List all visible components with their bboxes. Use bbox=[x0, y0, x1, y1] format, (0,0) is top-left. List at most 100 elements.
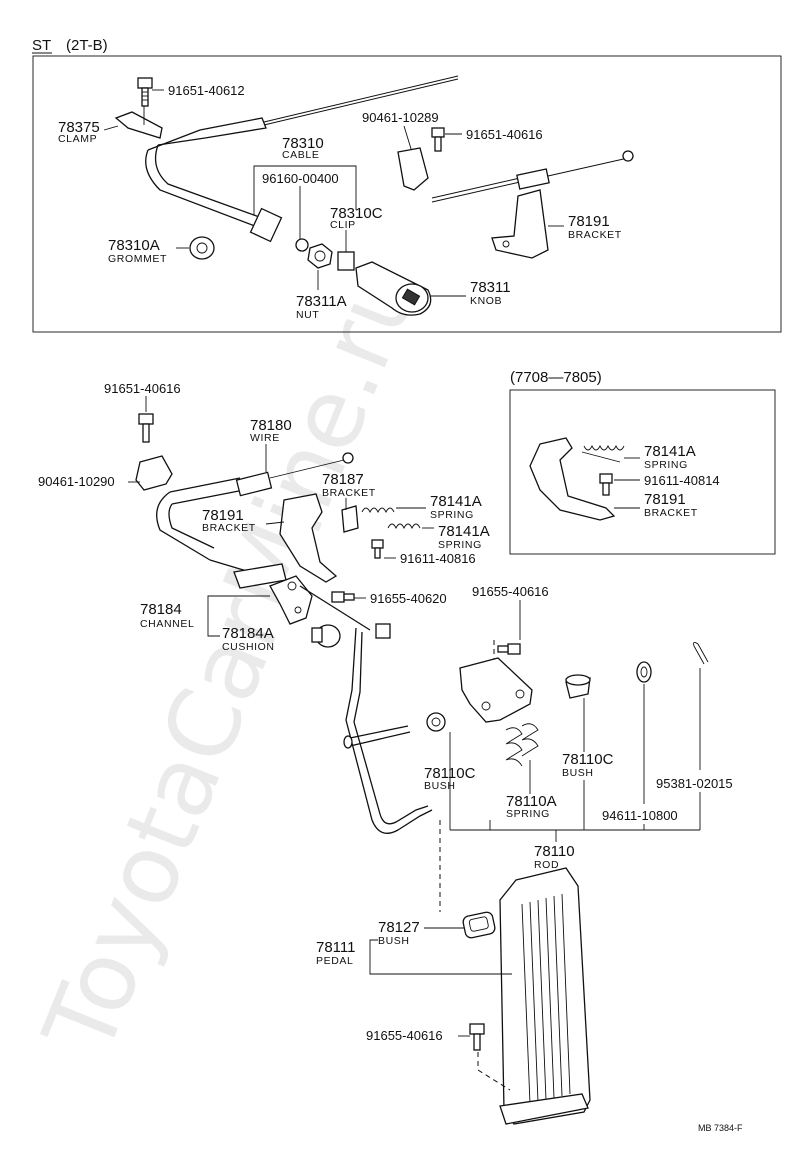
part-78191-mid-name: BRACKET bbox=[202, 522, 256, 534]
part-78310C-number[interactable]: 78310C bbox=[330, 205, 383, 222]
clip-78310C-icon bbox=[337, 251, 355, 271]
part-78311-name: KNOB bbox=[470, 295, 502, 307]
pin-95381-02015-icon bbox=[693, 641, 709, 665]
part-78375-name: CLAMP bbox=[58, 133, 97, 145]
part-78187-name: BRACKET bbox=[322, 487, 376, 499]
pedal-bracket-icon bbox=[459, 657, 533, 723]
part-78180-name: WIRE bbox=[250, 432, 280, 444]
part-78110-number[interactable]: 78110 bbox=[534, 843, 575, 860]
part-78110A-number[interactable]: 78110A bbox=[506, 793, 557, 810]
cable-78310-icon bbox=[145, 75, 459, 243]
part-78310A-name: GROMMET bbox=[108, 253, 167, 265]
bolt-91655-40616b-icon bbox=[469, 1023, 485, 1051]
date-range-frame bbox=[509, 389, 776, 555]
part-78184-number[interactable]: 78184 bbox=[140, 601, 182, 618]
part-91651-40616b[interactable]: 91651-40616 bbox=[104, 381, 181, 396]
bracket-78187-icon bbox=[341, 505, 359, 533]
part-78111-number[interactable]: 78111 bbox=[316, 939, 356, 956]
part-78110A-name: SPRING bbox=[506, 808, 550, 820]
bolt-91651-40616b-icon bbox=[138, 413, 154, 443]
part-78141A-inset-name: SPRING bbox=[644, 459, 688, 471]
part-78311A-number[interactable]: 78311A bbox=[296, 293, 347, 310]
part-91651-40616[interactable]: 91651-40616 bbox=[466, 127, 543, 142]
clamp-78375-icon bbox=[114, 111, 163, 139]
part-90461-10289[interactable]: 90461-10289 bbox=[362, 110, 439, 125]
part-78184-name: CHANNEL bbox=[140, 618, 194, 630]
part-78310A-number[interactable]: 78310A bbox=[108, 237, 160, 254]
part-78311-number[interactable]: 78311 bbox=[470, 279, 511, 296]
part-78191-top-number[interactable]: 78191 bbox=[568, 213, 610, 230]
pedal-leader bbox=[369, 939, 512, 975]
bolt-91611-40814-icon bbox=[599, 473, 613, 496]
leader-78310 bbox=[253, 165, 357, 215]
spring-78110A-icon bbox=[505, 727, 523, 767]
part-95381-02015[interactable]: 95381-02015 bbox=[656, 776, 733, 791]
part-78191-inset-number[interactable]: 78191 bbox=[644, 491, 686, 508]
part-91655-40620[interactable]: 91655-40620 bbox=[370, 591, 447, 606]
part-78375-number[interactable]: 78375 bbox=[58, 119, 100, 136]
part-91611-40816[interactable]: 91611-40816 bbox=[400, 551, 476, 566]
part-78127-name: BUSH bbox=[378, 935, 410, 947]
part-78141A-inset-number[interactable]: 78141A bbox=[644, 443, 696, 460]
part-78110C-left-number[interactable]: 78110C bbox=[424, 765, 476, 782]
part-91655-40616[interactable]: 91655-40616 bbox=[472, 584, 549, 599]
part-78311A-name: NUT bbox=[296, 309, 319, 321]
washer-94611-10800-icon bbox=[636, 661, 652, 683]
bolt-91651-40612-icon bbox=[137, 77, 153, 107]
bolt-91651-40616-icon bbox=[431, 127, 445, 152]
footer-code: MB 7384-F bbox=[698, 1123, 743, 1133]
part-78141A-2-name: SPRING bbox=[438, 539, 482, 551]
clip-96160-icon bbox=[295, 238, 309, 252]
cushion-78184A-icon bbox=[311, 624, 341, 648]
bracket-78191-top-icon bbox=[491, 189, 549, 259]
part-78110C-right-number[interactable]: 78110C bbox=[562, 751, 614, 768]
part-78191-mid-number[interactable]: 78191 bbox=[202, 507, 244, 524]
part-78310-number[interactable]: 78310 bbox=[282, 135, 324, 152]
part-78141A-1-name: SPRING bbox=[430, 509, 474, 521]
st-engine: (2T-B) bbox=[66, 37, 108, 54]
part-96160-00400[interactable]: 96160-00400 bbox=[262, 171, 339, 186]
bolt-91611-40816-icon bbox=[371, 539, 384, 559]
bracket-78191-inset-icon bbox=[529, 437, 616, 521]
date-range-label: (7708—7805) bbox=[510, 369, 602, 386]
channel-78184-icon bbox=[269, 575, 313, 625]
clip-90461-10289-icon bbox=[397, 147, 429, 191]
pedal-78111-icon bbox=[499, 867, 591, 1125]
nut-78311A-icon bbox=[307, 243, 333, 269]
part-78191-inset-name: BRACKET bbox=[644, 507, 698, 519]
part-94611-10800[interactable]: 94611-10800 bbox=[602, 808, 678, 823]
part-91651-40612[interactable]: 91651-40612 bbox=[168, 83, 245, 98]
bush-78127-icon bbox=[462, 911, 496, 939]
part-78110C-left-name: BUSH bbox=[424, 780, 456, 792]
part-78180-number[interactable]: 78180 bbox=[250, 417, 292, 434]
spring-78141A-2-icon bbox=[387, 523, 421, 530]
part-78187-number[interactable]: 78187 bbox=[322, 471, 364, 488]
bracket-78191-mid-icon bbox=[279, 493, 338, 583]
part-78184A-name: CUSHION bbox=[222, 641, 275, 653]
part-78191-top-name: BRACKET bbox=[568, 229, 622, 241]
rod-78110-icon bbox=[299, 585, 433, 834]
part-78310C-name: CLIP bbox=[330, 219, 356, 231]
part-78141A-2-number[interactable]: 78141A bbox=[438, 523, 490, 540]
clip-90461-10290-icon bbox=[135, 455, 173, 491]
grommet-78310A-icon bbox=[189, 236, 215, 260]
bolt-91655-40620-icon bbox=[331, 591, 355, 603]
part-78184A-number[interactable]: 78184A bbox=[222, 625, 274, 642]
bush-78110C-right-icon bbox=[565, 674, 591, 699]
part-78110C-right-name: BUSH bbox=[562, 767, 594, 779]
bush-78110C-left-icon bbox=[426, 712, 446, 732]
part-78141A-1-number[interactable]: 78141A bbox=[430, 493, 482, 510]
spring-78141A-inset-icon bbox=[581, 451, 621, 463]
part-90461-10290[interactable]: 90461-10290 bbox=[38, 474, 115, 489]
part-78127-number[interactable]: 78127 bbox=[378, 919, 420, 936]
part-91611-40814[interactable]: 91611-40814 bbox=[644, 473, 720, 488]
part-91655-40616b[interactable]: 91655-40616 bbox=[366, 1028, 443, 1043]
knob-78311-icon bbox=[355, 261, 432, 316]
st-section-frame bbox=[32, 55, 782, 333]
wire-78180-icon bbox=[156, 452, 354, 573]
bolt-91655-40616-icon bbox=[497, 643, 521, 655]
part-78110-name: ROD bbox=[534, 859, 559, 871]
part-78310-name: CABLE bbox=[282, 149, 319, 161]
part-78111-name: PEDAL bbox=[316, 955, 353, 967]
